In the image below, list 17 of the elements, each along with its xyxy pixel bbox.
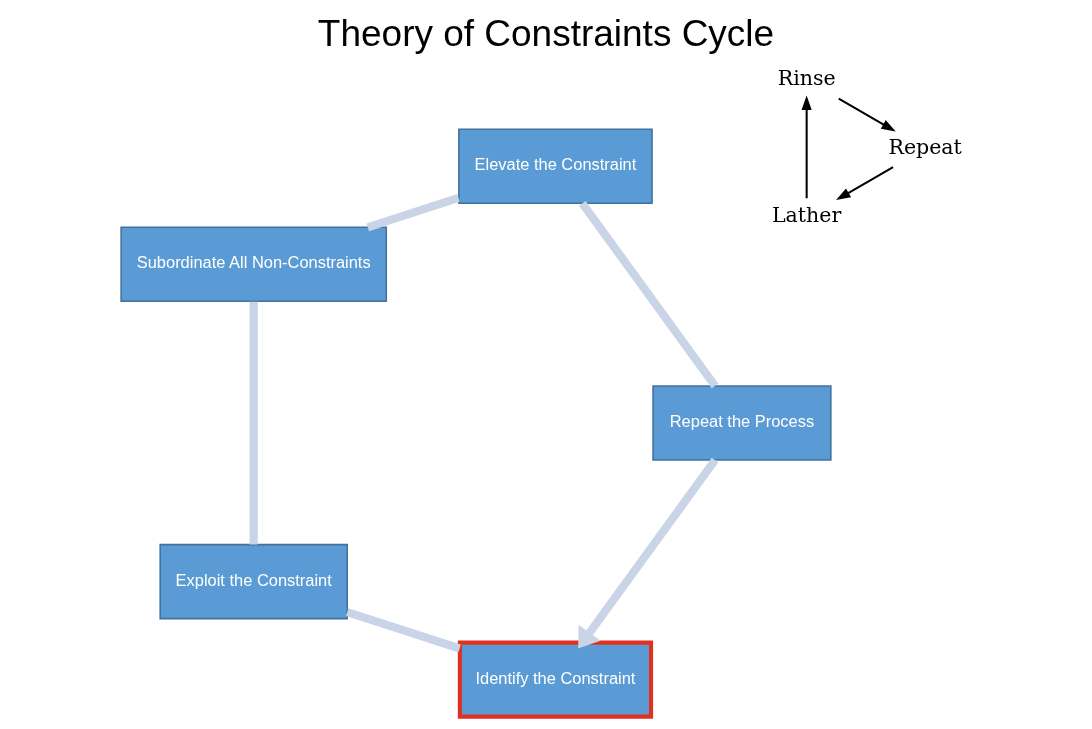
node-box: Elevate the Constraint xyxy=(458,128,653,205)
connector xyxy=(579,200,719,389)
node-box: Identify the Constraint xyxy=(457,640,654,719)
node-text: Repeat xyxy=(888,134,962,159)
arrow xyxy=(838,97,896,132)
node-box: Subordinate All Non-Constraints xyxy=(120,226,388,303)
node-box: Repeat the Process xyxy=(652,385,832,461)
connector xyxy=(366,193,460,232)
node-text: Rinse xyxy=(777,66,836,91)
node-box: Exploit the Constraint xyxy=(159,543,348,620)
arrow xyxy=(801,95,812,199)
node-text: Lather xyxy=(771,203,842,228)
arrow xyxy=(578,457,719,649)
arrow xyxy=(836,166,894,201)
connector xyxy=(346,608,461,653)
connector xyxy=(249,301,258,545)
diagram-title: Theory of Constraints Cycle xyxy=(317,13,775,55)
